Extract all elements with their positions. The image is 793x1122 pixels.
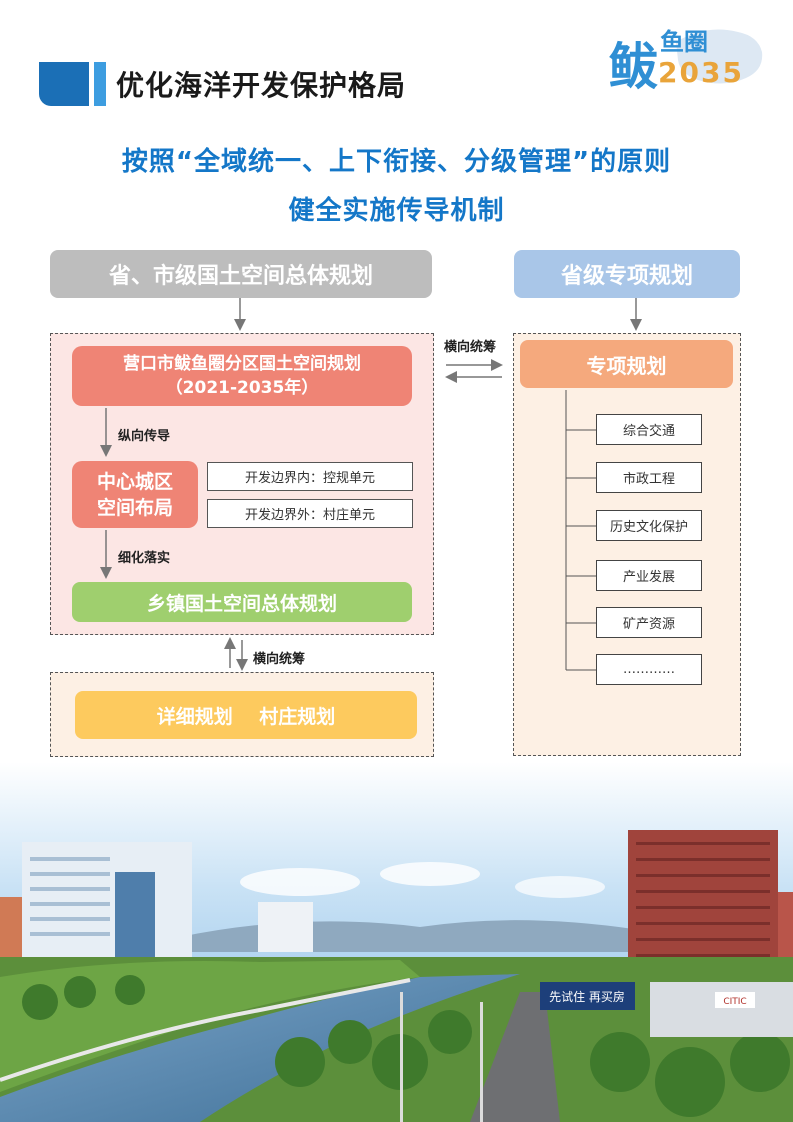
logo-small-text: 鱼圈 (660, 28, 708, 56)
header-accent-bar (39, 62, 89, 106)
vertical-transmission-label: 纵向传导 (118, 429, 171, 444)
special-item-industry: 产业发展 (596, 560, 702, 591)
logo-year: 2035 (658, 56, 744, 89)
central-city-line1: 中心城区 (96, 471, 173, 493)
bayuquan-2035-logo: 鲅 鱼圈 2035 (606, 18, 766, 98)
horizontal-coordination-label: 横向统筹 (444, 340, 497, 355)
special-item-minerals: 矿产资源 (596, 607, 702, 638)
special-plan-panel (513, 333, 741, 756)
central-city-line2: 空间布局 (96, 497, 173, 519)
special-item-heritage: 历史文化保护 (596, 510, 702, 541)
district-plan-years: （2021-2035年） (165, 378, 319, 398)
subtitle-line2: 健全实施传导机制 (288, 196, 505, 226)
boundary-outside-box: 开发边界外：村庄单元 (207, 499, 413, 528)
subtitle-line1: 按照“全域统一、上下衔接、分级管理”的原则 (121, 147, 672, 177)
refine-implement-label: 细化落实 (118, 551, 171, 566)
photo-banner-text: 先试住 再买房 (549, 989, 625, 1004)
special-plan-header-box: 专项规划 (520, 340, 733, 388)
special-item-transport: 综合交通 (596, 414, 702, 445)
central-city-layout-box: 中心城区 空间布局 (72, 461, 198, 528)
provincial-special-plan-box: 省级专项规划 (514, 250, 740, 298)
city-river-photo: 先试住 再买房 CITIC (0, 762, 793, 1122)
provincial-city-master-plan-box: 省、市级国土空间总体规划 (50, 250, 432, 298)
diagram-connectors (100, 298, 642, 671)
page-title: 优化海洋开发保护格局 (116, 69, 407, 102)
photo-sign-text: CITIC (723, 997, 746, 1007)
township-master-plan-box: 乡镇国土空间总体规划 (72, 582, 412, 622)
detail-village-plan-box: 详细规划 村庄规划 (75, 691, 417, 739)
special-item-municipal: 市政工程 (596, 462, 702, 493)
district-spatial-plan-box: 营口市鲅鱼圈分区国土空间规划 （2021-2035年） (72, 346, 412, 406)
logo-main-char: 鲅 (608, 38, 658, 96)
horizontal-coordination-label-bottom: 横向统筹 (253, 652, 306, 667)
header-accent-stripe (94, 62, 106, 106)
boundary-inside-box: 开发边界内：控规单元 (207, 462, 413, 491)
special-item-more: ………… (596, 654, 702, 685)
district-plan-title: 营口市鲅鱼圈分区国土空间规划 (123, 354, 361, 374)
